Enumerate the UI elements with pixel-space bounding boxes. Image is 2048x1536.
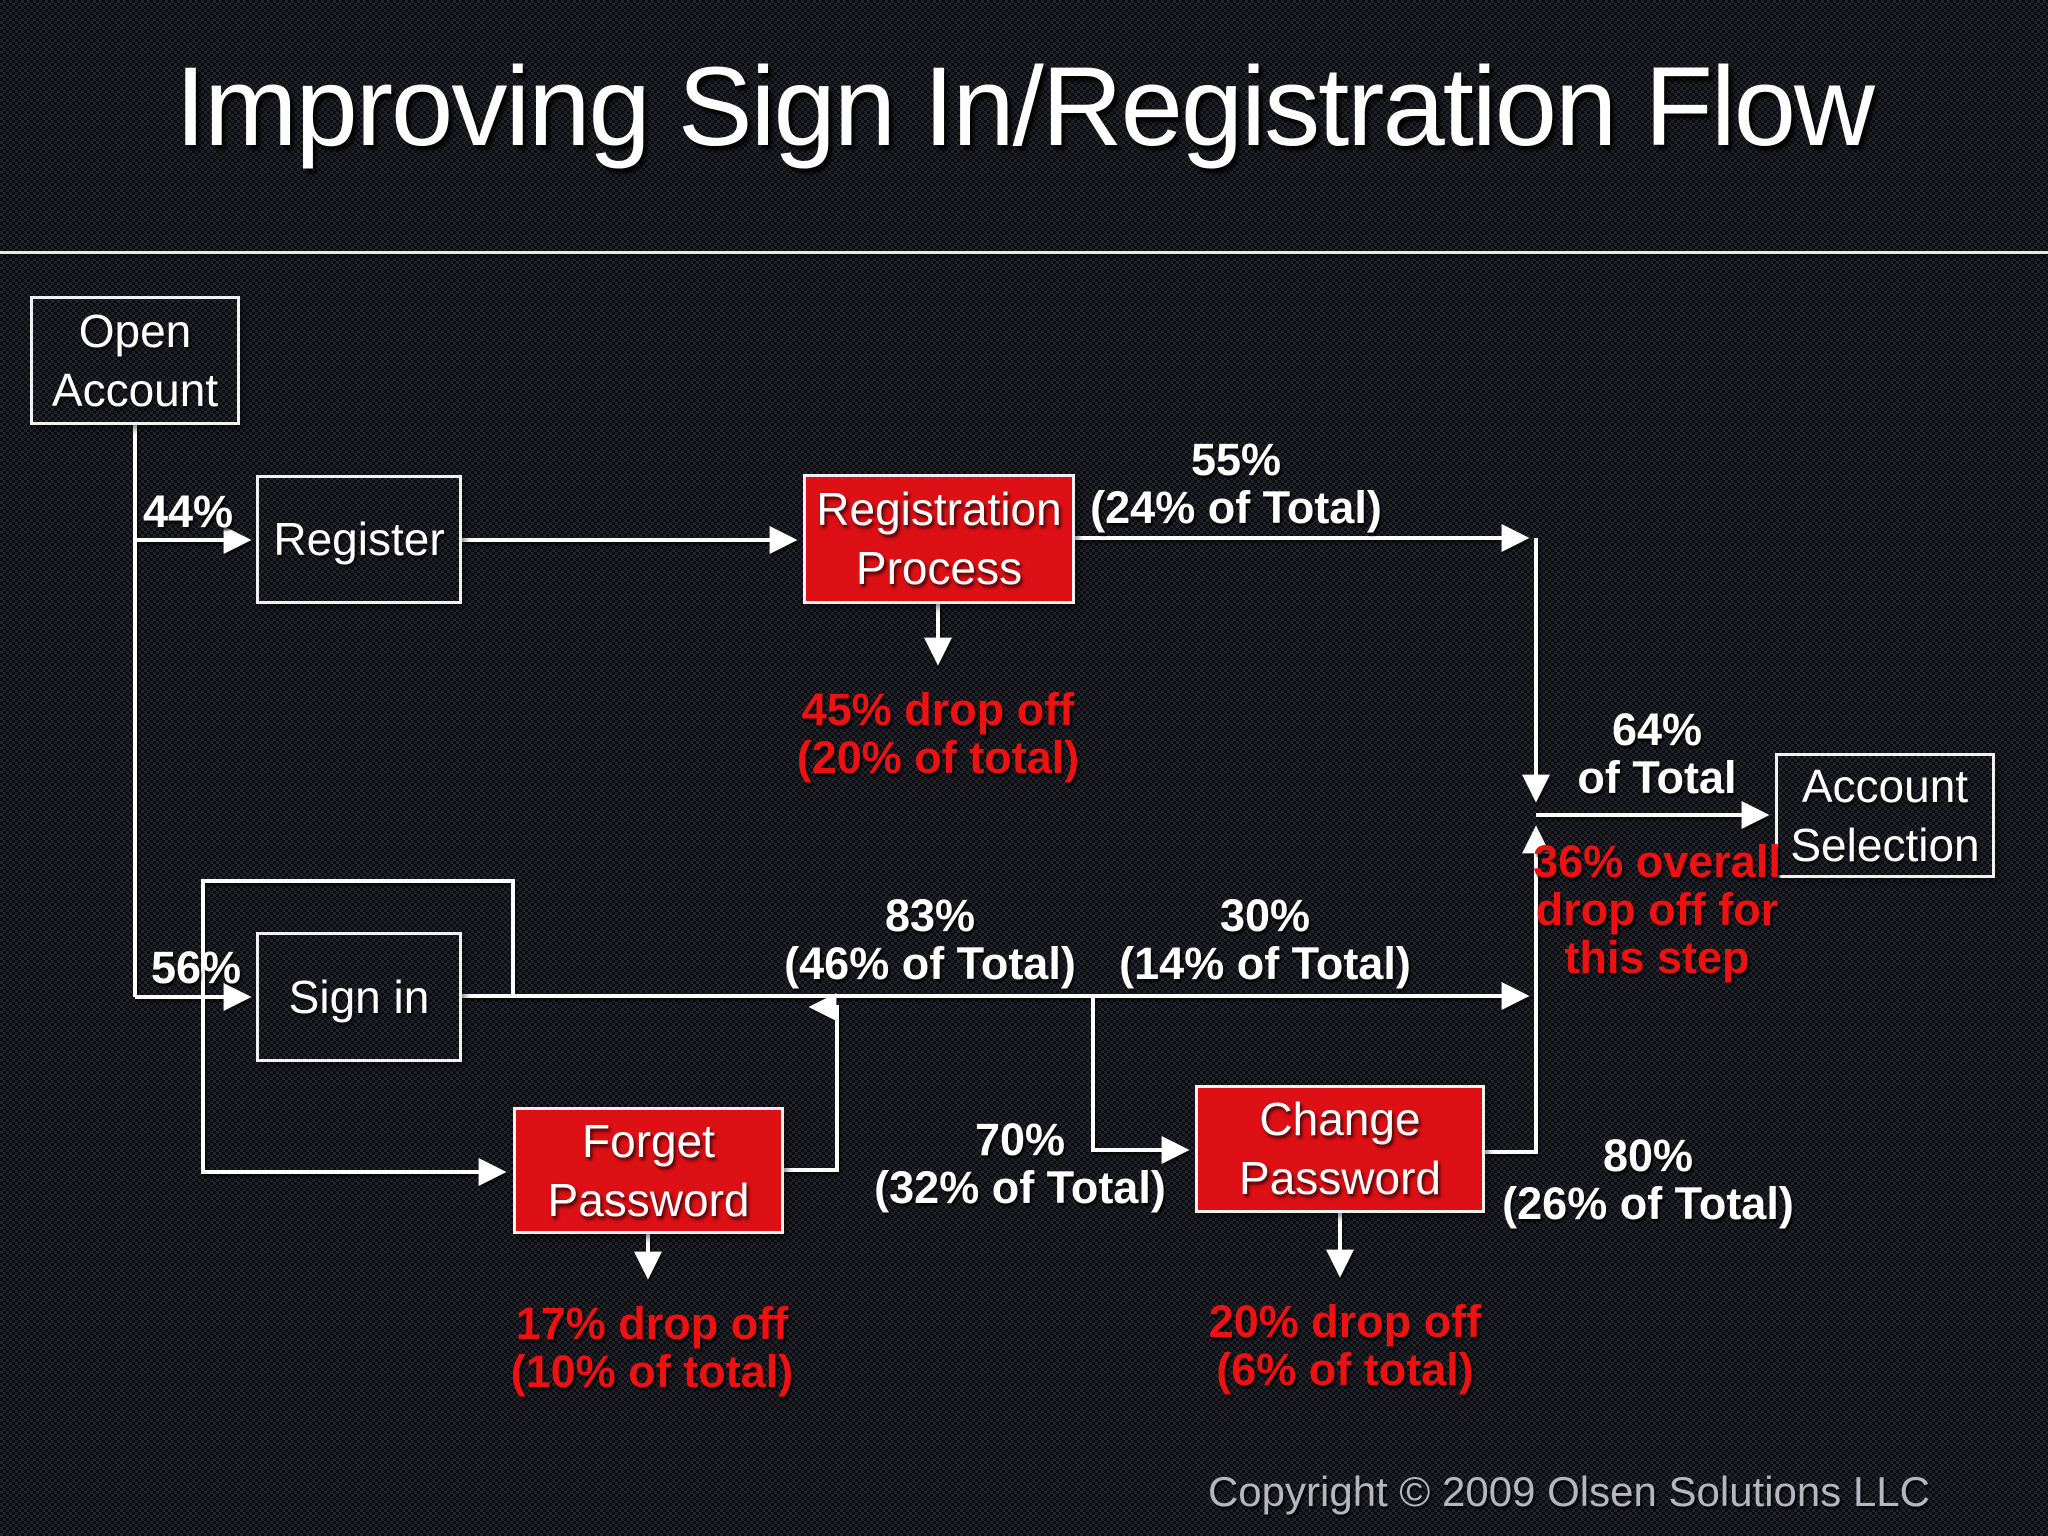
label-registration-out: 55% (24% of Total) (1090, 434, 1382, 533)
label-56pct: 56% (150, 942, 242, 993)
label-change-drop: 20% drop off (6% of total) (1208, 1296, 1482, 1395)
node-account-selection: Account Selection (1775, 753, 1995, 878)
label-sign-in-out: 83% (46% of Total) (784, 890, 1076, 989)
label-registration-drop: 45% drop off (20% of total) (796, 684, 1080, 783)
title-divider (0, 251, 2048, 254)
copyright-text: Copyright © 2009 Olsen Solutions LLC (1207, 1468, 1930, 1515)
edge-forget-return (784, 993, 839, 1172)
page-title: Improving Sign In/Registration Flow (175, 44, 1875, 169)
edge-to-change-password (1091, 996, 1190, 1164)
label-change-return: 30% (14% of Total) (1119, 890, 1411, 989)
label-forget-drop: 17% drop off (10% of total) (510, 1298, 794, 1397)
label-account-drop: 36% overall drop off for this step (1533, 836, 1781, 983)
label-forget-out: 70% (32% of Total) (874, 1114, 1166, 1213)
node-registration-process: Registration Process (803, 474, 1075, 604)
node-change-password: Change Password (1195, 1085, 1485, 1213)
node-open-account: Open Account (30, 296, 240, 425)
node-sign-in: Sign in (256, 932, 462, 1062)
label-change-out: 80% (26% of Total) (1502, 1130, 1794, 1229)
node-forget-password: Forget Password (513, 1107, 784, 1234)
node-register: Register (256, 475, 462, 604)
edge-sign-in-to-forget (201, 879, 515, 1186)
label-44pct: 44% (142, 486, 234, 537)
label-account-in: 64% of Total (1577, 704, 1737, 803)
